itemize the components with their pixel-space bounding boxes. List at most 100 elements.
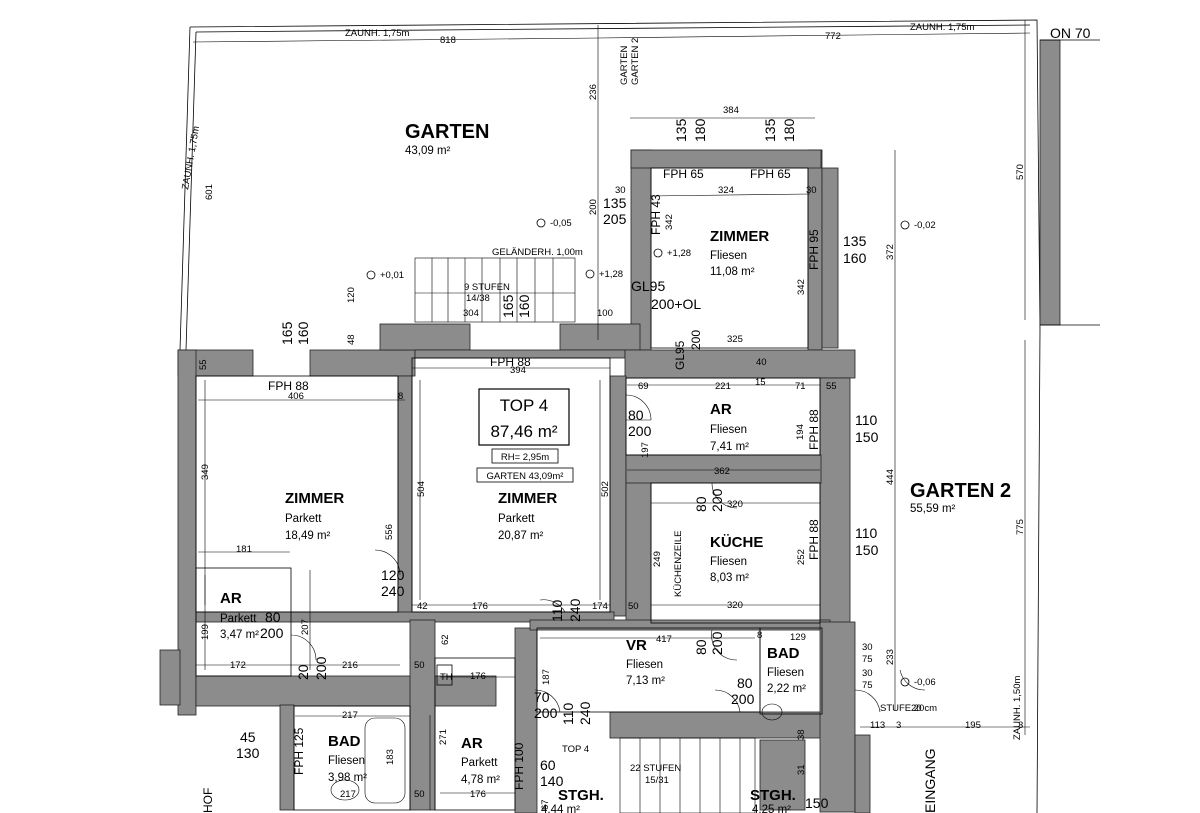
- dimension-text: 135: [762, 118, 778, 142]
- dimension-text: 195: [965, 720, 981, 731]
- room-area: 20,87 m²: [498, 530, 544, 542]
- dimension-text: 110: [855, 525, 878, 541]
- title-block: TOP 4 87,46 m² RH= 2,95m GARTEN 43,09m²: [476, 388, 574, 483]
- dimension-text: 140: [540, 773, 564, 789]
- room-area: 7,13 m²: [626, 675, 665, 687]
- room-name: AR: [220, 590, 242, 607]
- dimension-text: 775: [1015, 519, 1026, 535]
- dimension-text: 394: [510, 365, 526, 376]
- window-label: FPH 65: [750, 167, 791, 181]
- dimension-text: 38: [796, 729, 807, 740]
- room-area: 3,98 m²: [328, 772, 367, 784]
- dimension-text: 30: [615, 185, 626, 196]
- room-floor: Parkett: [498, 513, 535, 525]
- dimension-text: 217: [342, 710, 358, 721]
- room-name: VR: [626, 637, 647, 654]
- window-label: FPH 125: [292, 727, 306, 775]
- room-floor: Parkett: [285, 513, 322, 525]
- dimension-text: 135: [603, 195, 627, 211]
- dimension-text: 221: [715, 381, 731, 392]
- room-name: AR: [710, 401, 732, 418]
- dimension-text: 120: [346, 287, 357, 303]
- dimension-text: 75: [862, 654, 873, 665]
- fence-height: ZAUNH. 1,75m: [345, 28, 409, 39]
- dimension-text: 50: [414, 660, 425, 671]
- dimension-text: 176: [472, 601, 488, 612]
- garden-vert-label: GARTEN 2: [630, 38, 641, 85]
- dimension-text: 45: [240, 729, 256, 745]
- dimension-text: 150: [855, 429, 879, 445]
- dimension-text: 372: [885, 244, 896, 260]
- dimension-text: 362: [714, 466, 730, 477]
- garden-area: 43,09 m²: [405, 145, 451, 157]
- room-name: ZIMMER: [285, 490, 344, 507]
- stairs-ratio: 14/38: [466, 293, 490, 304]
- room-floor: Fliesen: [328, 755, 365, 767]
- dimension-text: 55: [198, 359, 209, 370]
- dimension-text: 160: [516, 294, 532, 318]
- window-label: GL95: [631, 278, 665, 294]
- dimension-text: 110: [560, 702, 576, 725]
- dimension-text: 444: [885, 469, 896, 485]
- garden-info: GARTEN 43,09m²: [487, 471, 564, 482]
- room-name: KÜCHE: [710, 534, 763, 551]
- dimension-text: 181: [236, 544, 252, 555]
- level-markers: -0,05 +0,01 +1,28 +1,28 -0,02 -0,06: [366, 218, 936, 688]
- dimension-text: 62: [440, 634, 451, 645]
- window-label: FPH 88: [490, 355, 531, 369]
- dimension-text: 113: [870, 720, 885, 731]
- kitchen-label: KÜCHENZEILE: [673, 530, 684, 597]
- dimension-text: 240: [577, 701, 593, 725]
- room-outlines: [195, 167, 926, 813]
- room-floor: Fliesen: [710, 250, 747, 262]
- room-floor: Fliesen: [626, 659, 663, 671]
- dimension-text: 80: [628, 407, 644, 423]
- dimension-text: 71: [795, 381, 806, 392]
- dimension-text: 75: [862, 680, 873, 691]
- dimension-text: 601: [204, 184, 215, 200]
- dimension-text: 80: [737, 675, 753, 691]
- dimension-text: 60: [540, 757, 556, 773]
- room-name: ZIMMER: [710, 228, 769, 245]
- step-label: STUFE 20cm: [880, 703, 937, 714]
- dimension-text: 176: [470, 671, 486, 682]
- dimension-lines: [192, 20, 1031, 810]
- dimension-text: 3: [896, 720, 901, 731]
- dimension-text: 504: [416, 481, 427, 497]
- level-value: -0,06: [914, 677, 936, 688]
- dimension-text: 80: [265, 609, 281, 625]
- garden2-name: GARTEN 2: [910, 480, 1011, 502]
- room-area: 8,03 m²: [710, 572, 749, 584]
- dimension-text: 160: [843, 250, 867, 266]
- room-area: 11,08 m²: [710, 266, 755, 278]
- dimension-text: 165: [500, 294, 516, 318]
- court-label: HOF: [201, 788, 215, 813]
- window-label: FPH 88: [807, 409, 821, 450]
- dimension-text: 150: [855, 542, 879, 558]
- dimension-text: 406: [288, 391, 304, 402]
- dimension-text: 135: [673, 118, 689, 142]
- room-labels: ZIMMER Fliesen 11,08 m² ZIMMER Parkett 1…: [220, 228, 806, 813]
- dimension-text: 129: [790, 632, 806, 643]
- room-area: 3,47 m²: [220, 629, 259, 641]
- dimension-text: 130: [236, 745, 260, 761]
- dimension-text: 249: [652, 551, 663, 567]
- dimension-text: 20: [911, 703, 922, 714]
- dimension-text: 176: [470, 789, 486, 800]
- dimension-text: 417: [656, 634, 672, 645]
- dimension-text: 349: [200, 464, 211, 480]
- window-label: FPH 88: [268, 379, 309, 393]
- level-value: -0,05: [550, 218, 572, 229]
- garden-name: GARTEN: [405, 121, 489, 143]
- dimension-text: 200: [534, 705, 558, 721]
- fence-height: ZAUNH. 1,75m: [910, 22, 974, 33]
- dimension-text: 325: [727, 334, 743, 345]
- dimension-text: 30: [862, 668, 873, 679]
- room-floor: Parkett: [220, 613, 257, 625]
- opening-sizes: 135 180 135 180 135 205 135 160 165 160 …: [236, 118, 922, 811]
- garden-fence: [179, 19, 1100, 813]
- dimension-text: 172: [230, 660, 246, 671]
- dimension-text: 100: [597, 308, 613, 319]
- dimension-text: 205: [603, 211, 627, 227]
